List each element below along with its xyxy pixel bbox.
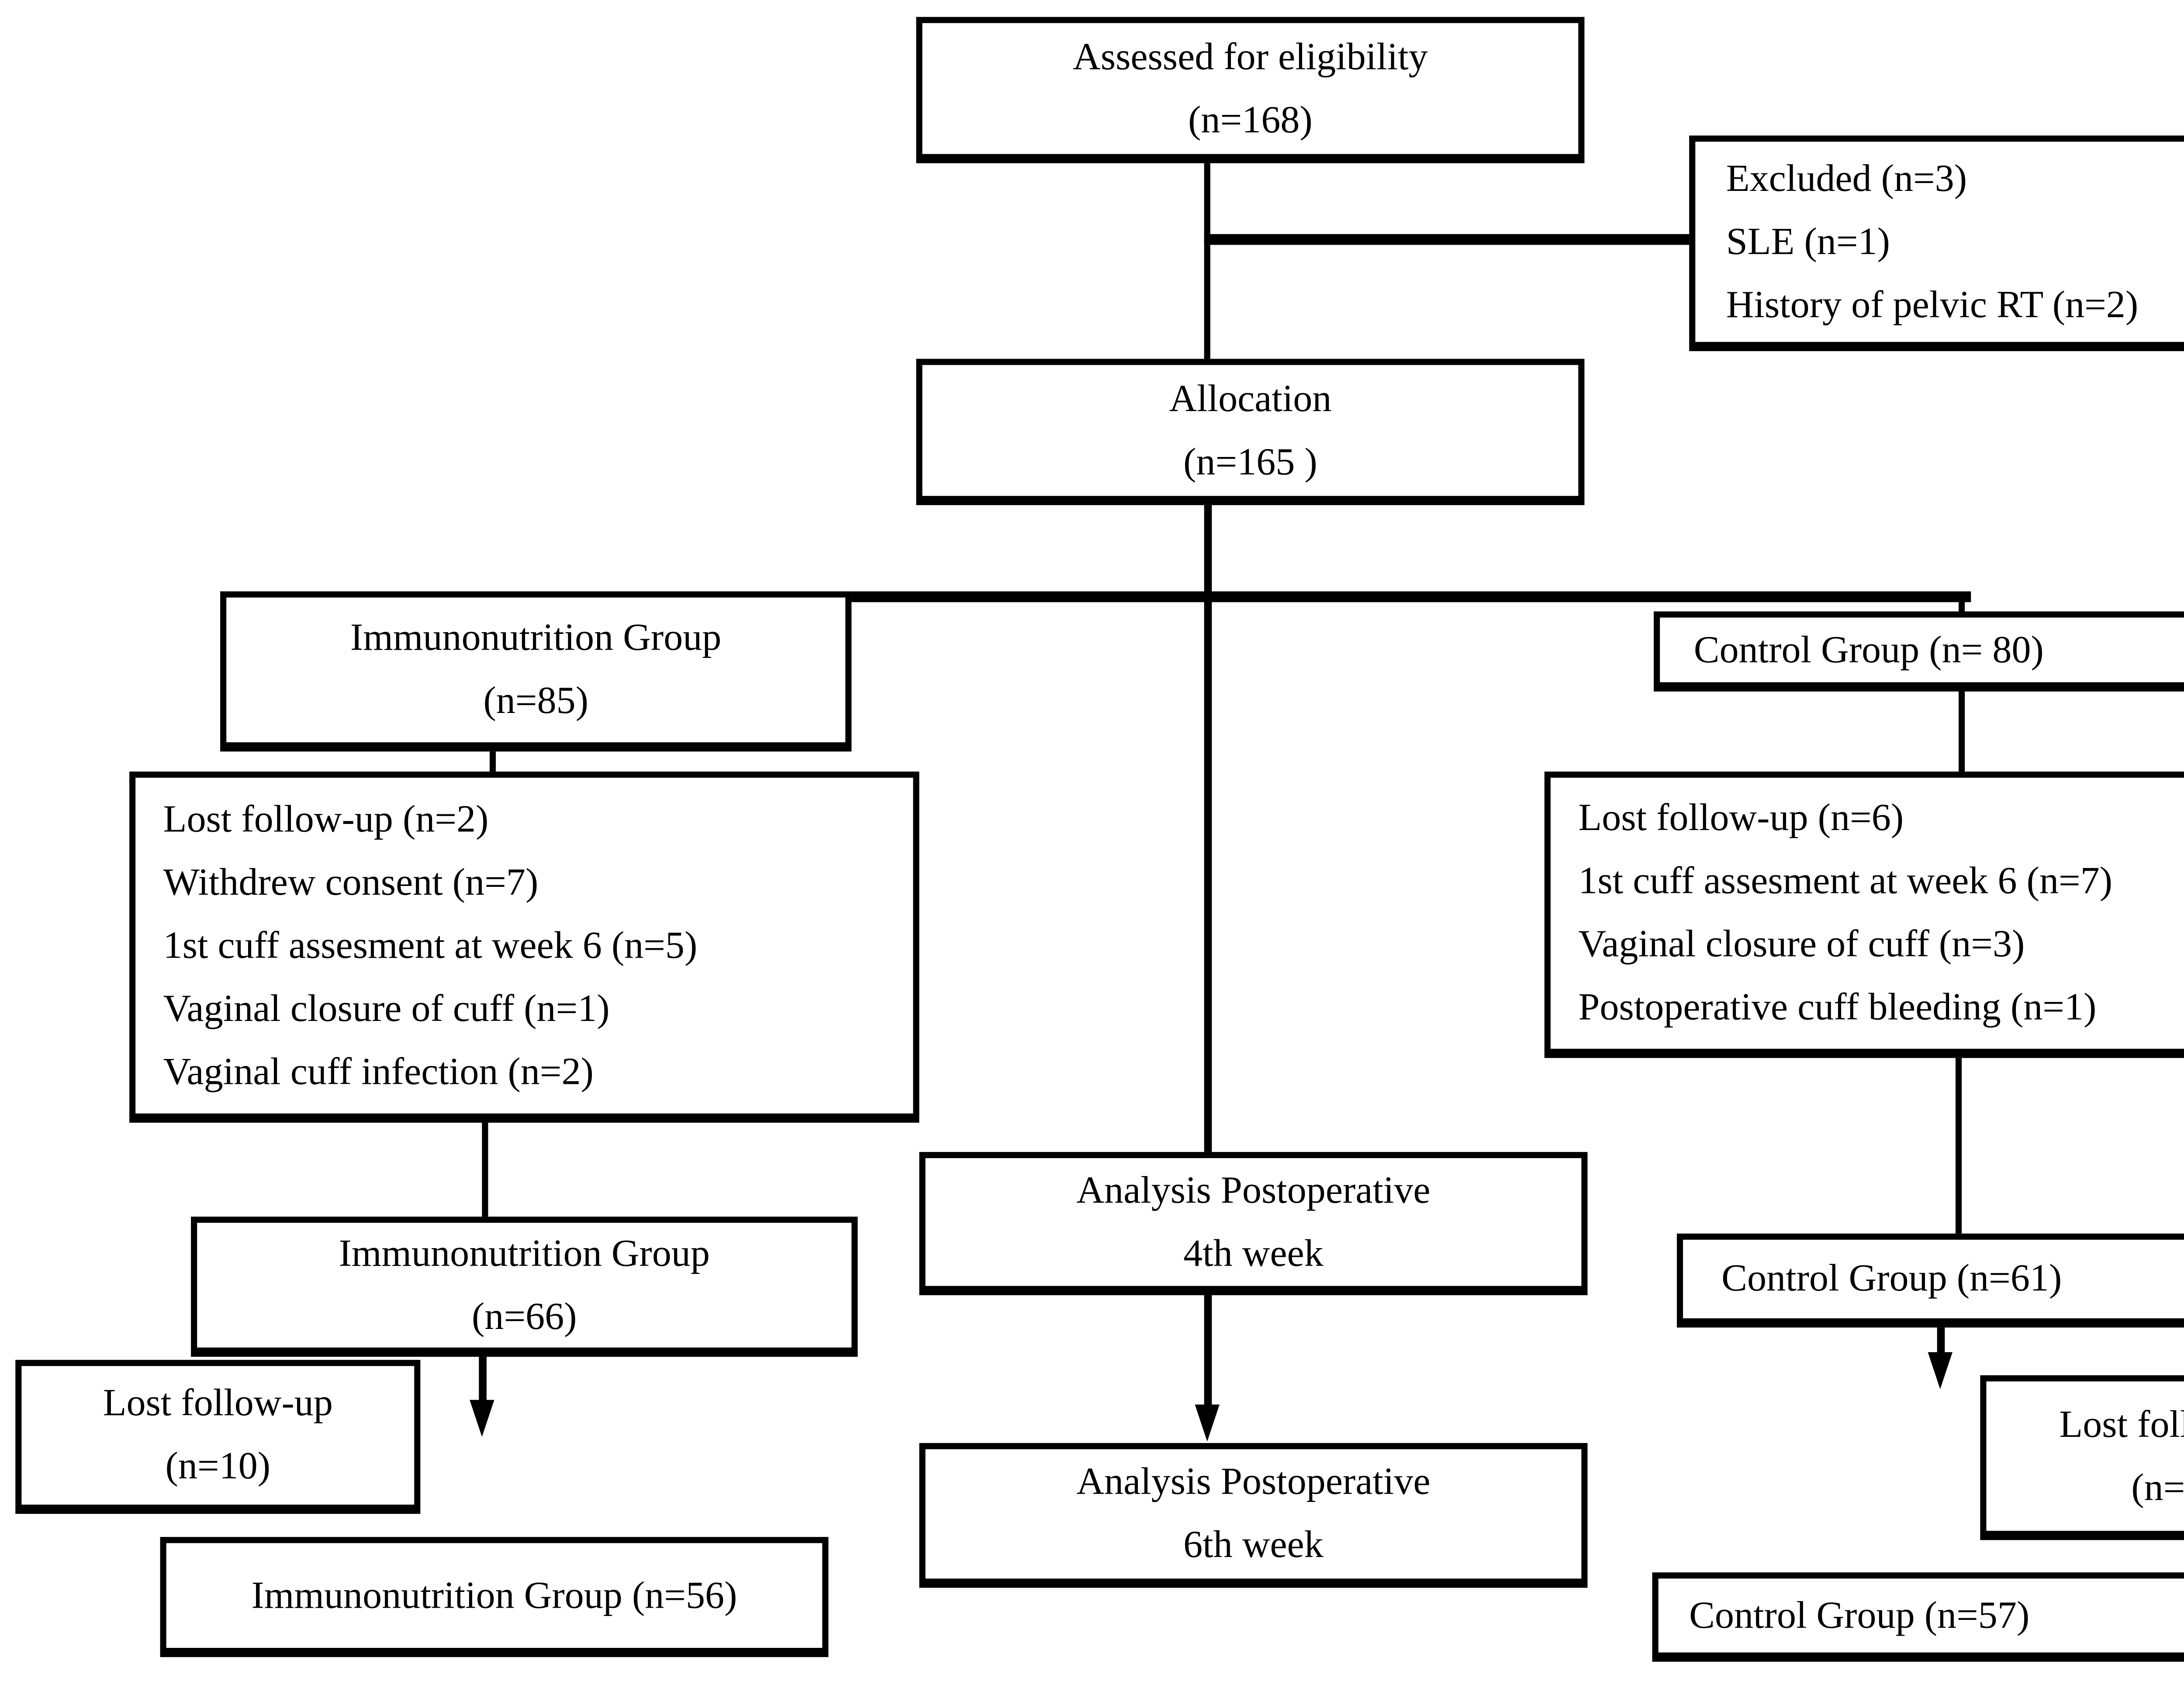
connector-assessed-to-allocation [1204,160,1210,360]
box-text-line: (n=4) [2131,1467,2184,1509]
box-text-line: Immunonutrition Group [350,617,722,659]
box-text-line: Lost follow-up [103,1383,333,1425]
box-text-line: SLE (n=1) [1726,221,1890,263]
box-text-line: Withdrew consent (n=7) [163,862,539,903]
box-text-line: Analysis Postoperative [1076,1169,1431,1211]
box-text-line: Immunonutrition Group [339,1232,710,1275]
box-text-line: Control Group (n=57) [1689,1595,2030,1637]
connector-allocation-branch [851,591,1971,602]
box-text-line: 1st cuff assesment at week 6 (n=5) [163,924,698,967]
connector-control-exclusions-to-control61 [1956,1055,1962,1237]
box-immunonutrition-group-56: Immunonutrition Group (n=56) [160,1537,829,1657]
box-control-group-61: Control Group (n=61) [1676,1233,2184,1328]
arrow-analysis4-to-analysis6-shaft [1204,1292,1212,1406]
box-control-exclusions: Lost follow-up (n=6) 1st cuff assesment … [1544,772,2184,1058]
box-text-line: Immunonutrition Group (n=56) [251,1574,737,1616]
box-analysis-postoperative-4th-week: Analysis Postoperative 4th week [919,1152,1588,1295]
box-text-line: Analysis Postoperative [1076,1461,1431,1503]
connector-allocation-to-analysis4 [1204,502,1212,1155]
arrow-immuno66-down-head [470,1400,494,1437]
arrow-analysis4-to-analysis6-head [1195,1404,1220,1442]
connector-branch-to-control80 [1959,594,1965,613]
box-text-line: Vaginal closure of cuff (n=3) [1578,924,2025,966]
box-text-line: (n=85) [483,681,589,723]
connector-immuno85-to-exclusions [490,750,496,775]
box-lost-followup-10: Lost follow-up (n=10) [15,1360,421,1514]
box-allocation: Allocation (n=165 ) [916,359,1585,505]
box-text-line: Excluded (n=3) [1726,158,1967,200]
box-text-line: 1st cuff assesment at week 6 (n=7) [1578,861,2113,903]
box-text-line: Postoperative cuff bleeding (n=1) [1578,987,2097,1029]
box-text-line: Assessed for eligibility [1073,36,1428,78]
connector-control80-to-exclusions [1959,688,1965,775]
box-text-line: Allocation [1169,378,1332,420]
box-excluded: Excluded (n=3) SLE (n=1) History of pelv… [1689,135,2184,351]
box-control-group-80: Control Group (n= 80) [1654,611,2184,692]
box-text-line: Control Group (n= 80) [1693,629,2044,671]
box-assessed-for-eligibility: Assessed for eligibility (n=168) [916,17,1585,163]
box-text-line: 4th week [1183,1232,1324,1275]
box-text-line: (n=66) [472,1296,577,1338]
arrow-control61-down-head [1928,1352,1952,1389]
box-text-line: Lost follow-up [2059,1404,2184,1446]
box-control-group-57: Control Group (n=57) [1652,1572,2184,1662]
box-text-line: (n=10) [165,1446,271,1488]
box-text-line: Lost follow-up (n=2) [163,798,489,840]
box-text-line: Vaginal closure of cuff (n=1) [163,988,610,1030]
box-text-line: History of pelvic RT (n=2) [1726,284,2139,326]
box-text-line: Control Group (n=61) [1721,1258,2062,1300]
box-text-line: Vaginal cuff infection (n=2) [163,1051,594,1093]
connector-immuno-exclusions-to-immuno66 [482,1119,488,1220]
box-analysis-postoperative-6th-week: Analysis Postoperative 6th week [919,1443,1588,1588]
box-text-line: 6th week [1183,1524,1324,1567]
box-text-line: (n=168) [1188,99,1313,141]
box-immunonutrition-group-66: Immunonutrition Group (n=66) [191,1216,858,1357]
box-text-line: (n=165 ) [1183,441,1317,483]
box-immunonutrition-group-85: Immunonutrition Group (n=85) [220,591,852,752]
connector-to-excluded [1204,234,1693,245]
arrow-immuno66-down-shaft [479,1353,487,1401]
box-lost-followup-4: Lost follow-up (n=4) [1980,1375,2184,1540]
arrow-control61-down-shaft [1937,1324,1945,1354]
box-text-line: Lost follow-up (n=6) [1578,798,1904,840]
box-immunonutrition-exclusions: Lost follow-up (n=2) Withdrew consent (n… [129,772,919,1123]
